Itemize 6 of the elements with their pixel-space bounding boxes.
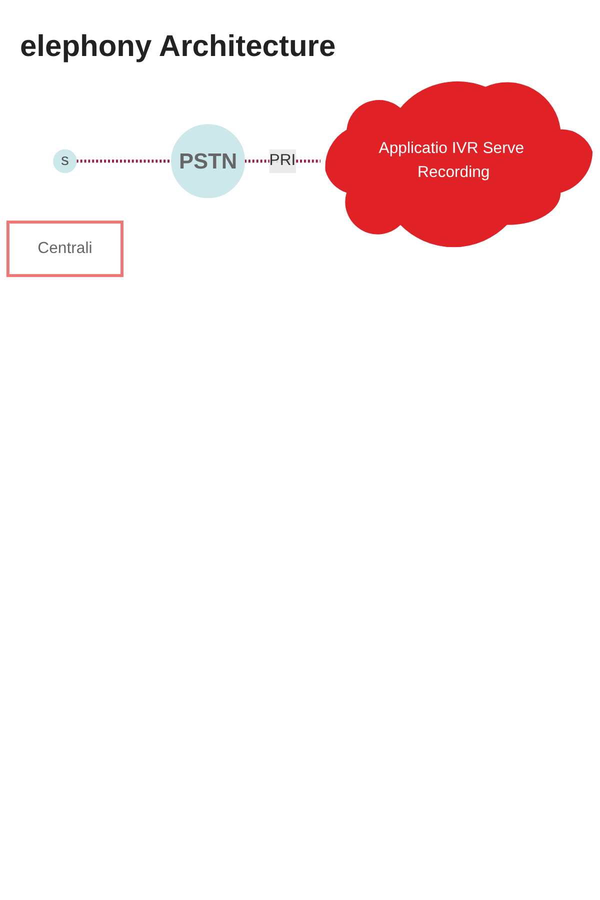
diagram-title: elephony Architecture	[19, 29, 337, 65]
connector	[76, 160, 172, 163]
node-box: Centrali	[6, 220, 124, 278]
edge-label: PRI	[269, 152, 296, 170]
node-circle: s	[53, 149, 77, 174]
node-circle: PSTN	[171, 124, 245, 198]
